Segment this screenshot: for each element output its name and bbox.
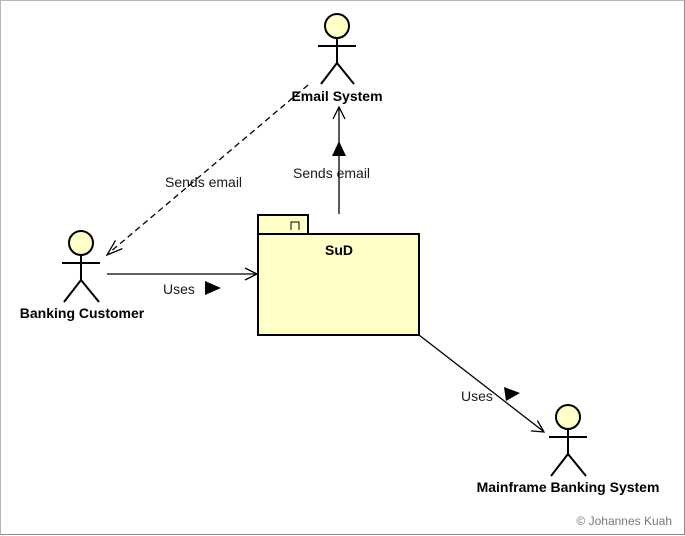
relation-label-sends-email-left: Sends email (165, 174, 242, 190)
relation-uses-mainframe[interactable]: Uses (418, 334, 546, 433)
open-arrowhead-icon (530, 420, 546, 433)
actor-label-email-system: Email System (291, 88, 382, 104)
relation-label-uses-mainframe: Uses (461, 388, 493, 404)
open-arrowhead-icon (105, 240, 123, 257)
actor-head (68, 230, 94, 256)
actor-right-leg (567, 453, 587, 477)
relation-label-uses-customer: Uses (163, 281, 195, 297)
open-arrowhead-icon (332, 105, 346, 120)
package-name: SuD (325, 242, 353, 258)
package-body (257, 233, 420, 336)
package-tab (257, 214, 309, 236)
actor-banking-customer[interactable]: Banking Customer (20, 230, 145, 321)
copyright-notice: © Johannes Kuah (576, 514, 672, 528)
connector-line (418, 334, 544, 432)
actor-label-mainframe: Mainframe Banking System (477, 479, 660, 495)
actor-right-leg (336, 62, 355, 85)
actor-mainframe-banking-system[interactable]: Mainframe Banking System (477, 404, 660, 495)
package-icon (290, 221, 300, 230)
actor-head (324, 13, 350, 39)
actor-left-leg (320, 62, 338, 85)
actor-email-system[interactable]: Email System (291, 13, 383, 104)
actor-left-leg (550, 453, 569, 477)
actor-head (555, 404, 581, 430)
open-arrowhead-icon (244, 267, 259, 281)
direction-triangle-icon (205, 281, 221, 295)
dashed-connector (108, 84, 309, 254)
actor-label-banking-customer: Banking Customer (20, 305, 145, 321)
relation-uses-customer[interactable]: Uses (107, 267, 259, 297)
relation-sends-email-solid[interactable]: Sends email (293, 105, 370, 214)
direction-triangle-icon (504, 387, 520, 401)
relation-sends-email-dashed[interactable]: Sends email (105, 84, 309, 257)
package-sud[interactable]: SuD (257, 214, 420, 336)
relation-label-sends-email-right: Sends email (293, 165, 370, 181)
actor-left-leg (63, 279, 82, 303)
direction-triangle-icon (332, 141, 346, 156)
actor-right-leg (80, 279, 100, 303)
